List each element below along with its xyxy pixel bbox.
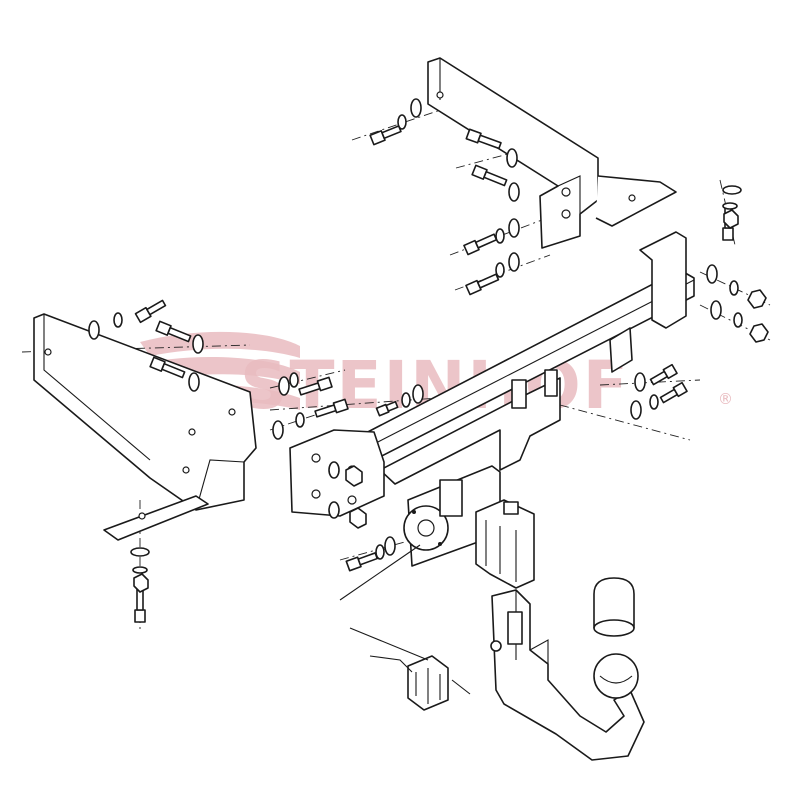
left-mounting-bracket <box>33 313 257 541</box>
socket-housing <box>475 499 535 589</box>
upper-right-mounting-bracket <box>427 57 677 249</box>
main-cross-beam <box>359 231 695 485</box>
watermark-registered-mark: ® <box>718 390 733 408</box>
tow-ball-cap <box>593 577 635 637</box>
fastener-washers <box>88 98 743 574</box>
fastener-nuts <box>133 209 769 593</box>
fastener-bolts <box>134 125 734 652</box>
tow-ball-swan-neck <box>491 589 645 761</box>
electrical-connector <box>339 544 471 711</box>
